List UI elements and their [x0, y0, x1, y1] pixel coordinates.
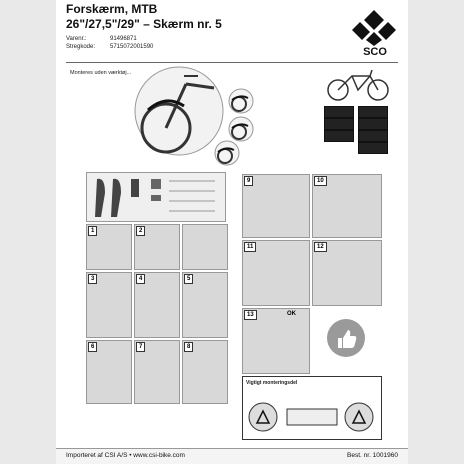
spec-icon-5 — [324, 130, 354, 142]
spec-icon-4 — [358, 118, 388, 130]
ok-label: OK — [287, 311, 296, 317]
step-panel-6: 6 — [86, 340, 132, 404]
spec-icon-7 — [358, 142, 388, 154]
barcode-label: Stregkode: — [66, 44, 96, 50]
important-mounting-box: Vigtigt monteringsdel — [242, 376, 382, 440]
step-panel-12: 12 — [312, 240, 382, 306]
item-number-label: Varenr.: — [66, 36, 87, 42]
step-number-2: 2 — [136, 226, 146, 236]
step-panel-2b — [182, 224, 228, 270]
detail-circle-3 — [214, 140, 240, 166]
detail-circle-2 — [228, 116, 254, 142]
step-panel-3: 3 — [86, 272, 132, 338]
compatibility-icon-grid — [324, 106, 390, 154]
step-number-3: 3 — [88, 274, 98, 284]
intro-note: Monteres uden værktøj... — [70, 70, 132, 76]
step-panel-2: 2 — [134, 224, 180, 270]
barcode-row: Stregkode: 5715072001590 — [66, 44, 153, 50]
step-number-7: 7 — [136, 342, 146, 352]
item-number-row: Varenr.: 91496871 — [66, 36, 137, 42]
spec-icon-3 — [324, 118, 354, 130]
step-number-4: 4 — [136, 274, 146, 284]
footer-bar: Importeret af CSI A/S • www.csi-bike.com… — [56, 448, 408, 464]
bike-overview-illustration — [134, 66, 224, 156]
step-number-9: 9 — [244, 176, 254, 186]
step-panel-5: 5 — [182, 272, 228, 338]
importer-text: Importeret af CSI A/S • www.csi-bike.com — [66, 452, 185, 459]
product-title: Forskærm, MTB — [66, 2, 158, 16]
barcode-value: 5715072001590 — [110, 44, 154, 50]
step-number-8: 8 — [184, 342, 194, 352]
detail-circle-1 — [228, 88, 254, 114]
product-subtitle: 26"/27,5"/29" – Skærm nr. 5 — [66, 17, 222, 31]
step-number-6: 6 — [88, 342, 98, 352]
order-number: Best. nr. 1001960 — [347, 452, 398, 459]
header-divider — [66, 62, 398, 63]
step-panel-10: 10 — [312, 174, 382, 238]
spec-icon-6 — [358, 130, 388, 142]
step-number-12: 12 — [314, 242, 327, 252]
sco-logo-icon — [352, 10, 396, 46]
step-panel-13: 13 OK — [242, 308, 310, 374]
spec-icon-2 — [358, 106, 388, 118]
step-number-1: 1 — [88, 226, 98, 236]
bike-side-icon — [327, 69, 389, 101]
step-number-5: 5 — [184, 274, 194, 284]
thumbs-up-icon — [327, 319, 365, 357]
step-number-11: 11 — [244, 242, 257, 252]
step-panel-1: 1 — [86, 224, 132, 270]
step-panel-8: 8 — [182, 340, 228, 404]
step-number-10: 10 — [314, 176, 327, 186]
step-panel-7: 7 — [134, 340, 180, 404]
parts-overview-panel — [86, 172, 226, 222]
step-panel-9: 9 — [242, 174, 310, 238]
mounting-diagram — [248, 402, 374, 432]
instruction-sheet: Forskærm, MTB 26"/27,5"/29" – Skærm nr. … — [56, 0, 408, 464]
spec-icon-1 — [324, 106, 354, 118]
step-number-13: 13 — [244, 310, 257, 320]
step-panel-4: 4 — [134, 272, 180, 338]
item-number-value: 91496871 — [110, 36, 137, 42]
step-panel-11: 11 — [242, 240, 310, 306]
logo-text: SCO — [363, 46, 387, 58]
parts-illustration — [95, 178, 215, 217]
important-box-title: Vigtigt monteringsdel — [246, 380, 298, 386]
